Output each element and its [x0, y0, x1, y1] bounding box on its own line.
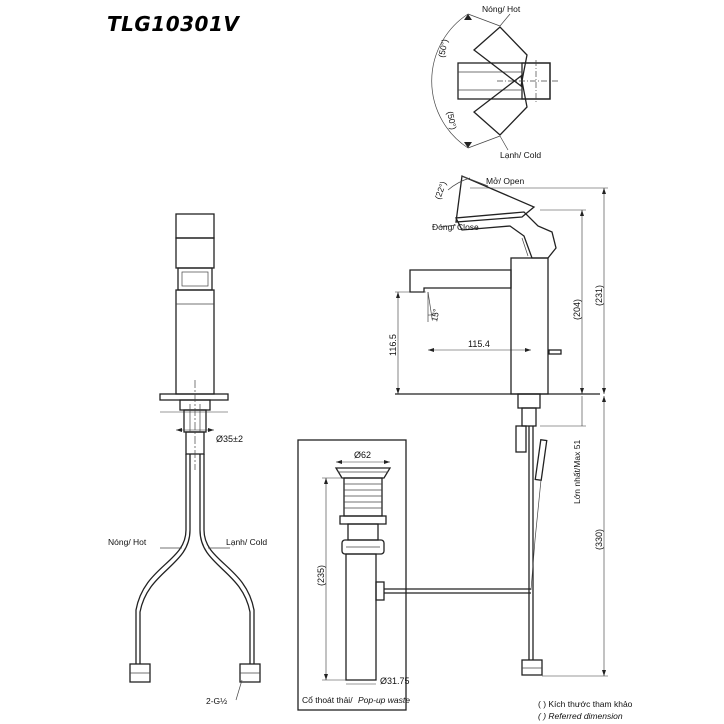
tail-pipe	[345, 553, 377, 681]
dim-231: (231)	[594, 285, 604, 306]
legend-line-2: ( ) Referred dimension	[538, 711, 623, 721]
angle-spout: 15°	[429, 308, 441, 322]
waste-height: (235)	[316, 565, 326, 586]
handle-hot-position	[472, 26, 528, 88]
waste-dia-bottom: Ø31.75	[380, 676, 410, 686]
faucet-body	[510, 257, 549, 395]
body-front	[175, 289, 215, 395]
angle-open: (22°)	[432, 180, 448, 201]
waste-frame	[297, 439, 407, 711]
thread-label: 2-G½	[206, 696, 227, 706]
angle-cold: (50°)	[445, 110, 459, 130]
hot-label-front: Nóng/ Hot	[108, 537, 147, 547]
handle-cold-position	[472, 74, 528, 136]
hole-diameter: Ø35±2	[216, 434, 243, 444]
waste-label-en: Pop-up waste	[358, 695, 410, 705]
dim-330: (330)	[594, 529, 604, 550]
dim-116-5: 116.5	[388, 334, 398, 356]
legend: ( ) Kích thước tham khảo ( ) Referred di…	[538, 699, 633, 721]
legend-line-1: ( ) Kích thước tham khảo	[538, 699, 633, 709]
dim-115-4: 115.4	[468, 339, 490, 349]
side-view: (22°) Mở/ Open Đóng/ Close 15° 115.4	[388, 175, 608, 677]
model-title: TLG10301V	[107, 12, 240, 36]
front-view: Ø35±2 Nóng/ Hot Lạnh/ Cold 2-G½	[108, 213, 267, 706]
popup-waste: Ø62 (235) Ø31.75 Cổ thoát thải/ Pop-up w…	[297, 439, 531, 711]
hot-hose	[139, 454, 191, 664]
handle-front	[175, 213, 215, 239]
handle-closed-position	[454, 211, 557, 259]
cold-label-front: Lạnh/ Cold	[226, 537, 267, 547]
close-label: Đóng/ Close	[432, 222, 479, 232]
spout-side	[409, 269, 512, 293]
rotation-arc	[431, 13, 469, 149]
open-label: Mở/ Open	[486, 176, 524, 186]
top-view: Nóng/ Hot Lạnh/ Cold (50°) (50°)	[431, 4, 560, 160]
max-thickness: Lớn nhất/Max 51	[572, 440, 582, 504]
waste-label-vi: Cổ thoát thải/	[302, 695, 353, 705]
hot-label-top: Nóng/ Hot	[482, 4, 521, 14]
cold-label-top: Lạnh/ Cold	[500, 150, 541, 160]
dim-204: (204)	[572, 299, 582, 320]
waste-dia-top: Ø62	[354, 450, 371, 460]
handle-open-position	[455, 175, 536, 223]
angle-hot: (50°)	[436, 38, 450, 58]
cold-hose	[199, 454, 251, 664]
